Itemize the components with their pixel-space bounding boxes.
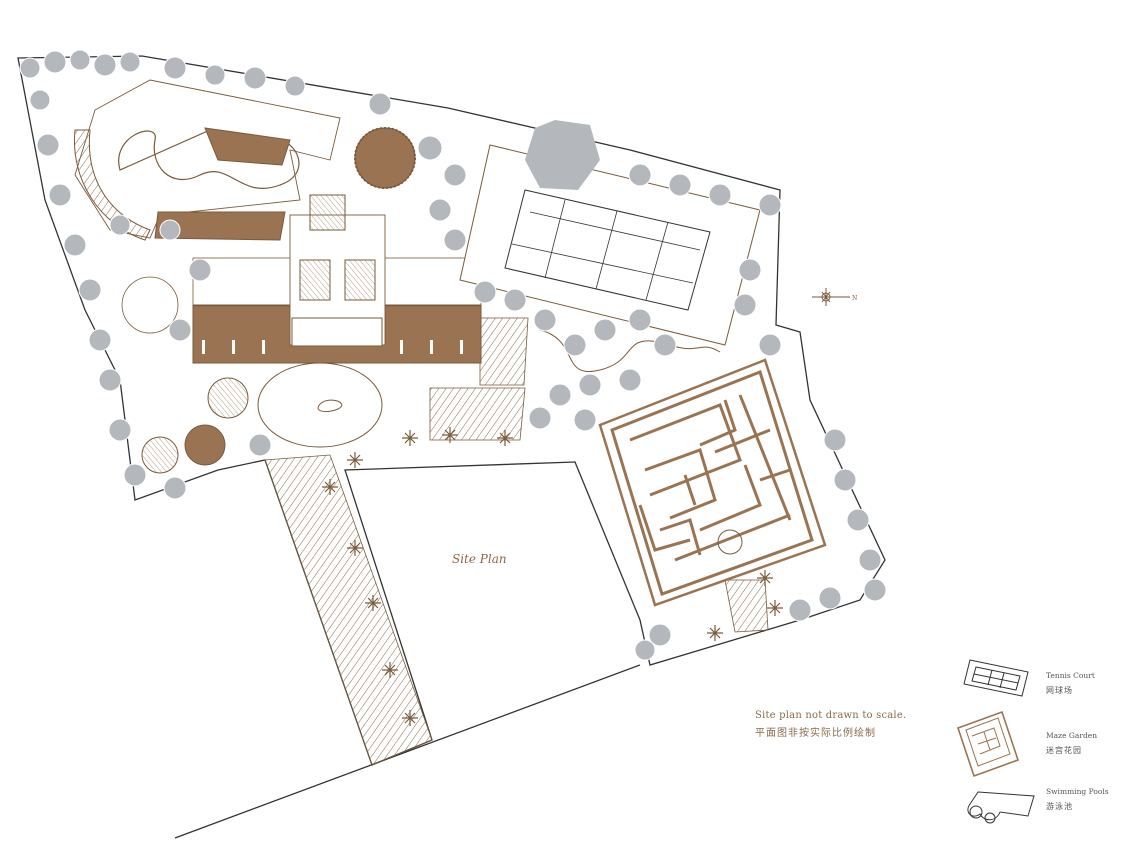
scale-note-chinese: 平面图非按实际比例绘制 [755, 728, 876, 739]
legend-pool-label-cn: 游泳池 [1046, 802, 1073, 811]
legend-pool-label: Swimming Pools [1046, 787, 1109, 796]
legend-tennis-label: Tennis Court [1046, 671, 1095, 680]
round-features [121, 127, 416, 474]
palm-trees [322, 427, 783, 726]
winding-path [539, 329, 721, 373]
maze-garden [598, 358, 827, 607]
legend-maze-label: Maze Garden [1046, 731, 1098, 740]
tennis-court-icon [963, 659, 1029, 697]
swimming-pool-icon [967, 791, 1035, 824]
tennis-court [459, 120, 761, 346]
maze-garden-icon [956, 710, 1020, 778]
scale-note-english: Site plan not drawn to scale. [755, 710, 907, 721]
trees [19, 49, 887, 661]
promenade [264, 317, 769, 766]
north-arrow-icon: N [812, 288, 857, 306]
pool-area [73, 79, 341, 241]
main-building [192, 194, 482, 364]
compass-label: N [852, 295, 857, 302]
site-plan-title: Site Plan [452, 552, 507, 566]
legend-tennis-label-cn: 网球场 [1046, 686, 1073, 695]
legend-maze-label-cn: 迷宫花园 [1046, 746, 1082, 755]
